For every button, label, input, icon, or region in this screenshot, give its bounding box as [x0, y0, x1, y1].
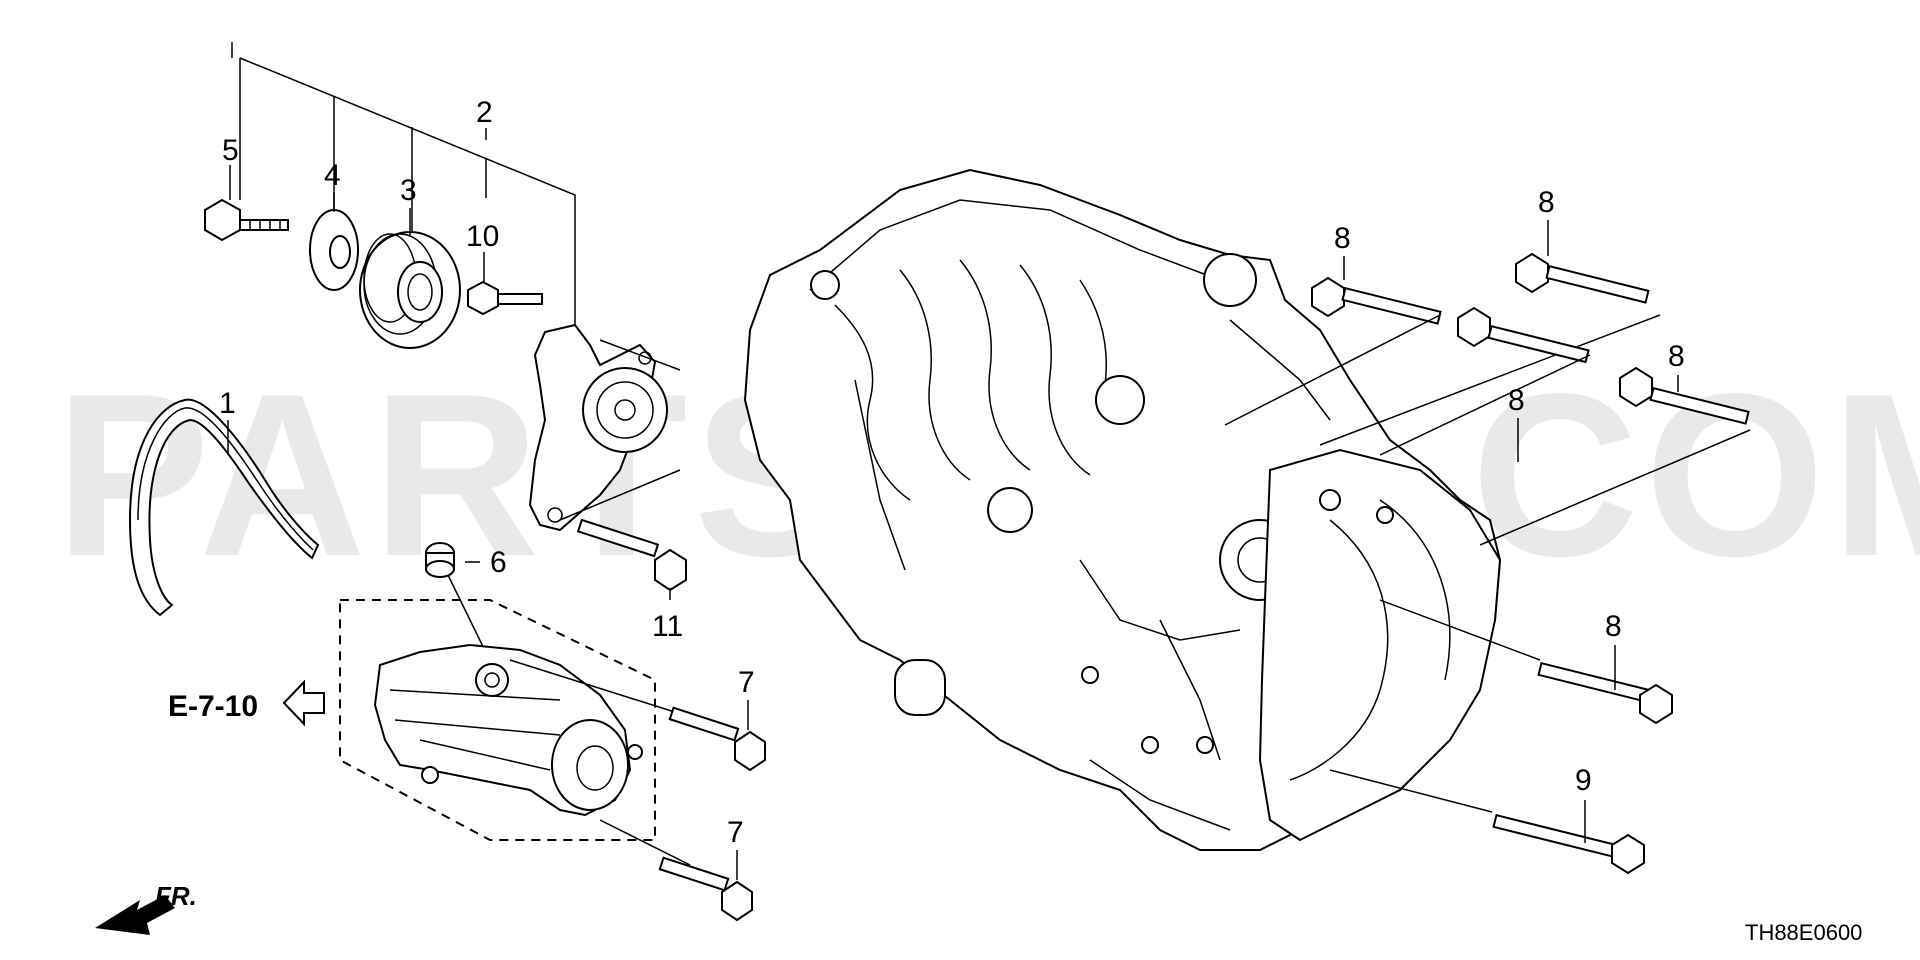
callout-8-b[interactable]: 8: [1538, 186, 1555, 219]
nut-6[interactable]: [425, 542, 493, 666]
bolt-8-e[interactable]: [1379, 599, 1673, 725]
bolt-8-d[interactable]: [1379, 354, 1751, 546]
callout-2[interactable]: 2: [476, 96, 493, 129]
callout-4[interactable]: 4: [324, 159, 341, 192]
tensioner-2[interactable]: [528, 323, 681, 532]
callout-3[interactable]: 3: [400, 174, 417, 207]
starter-motor[interactable]: [373, 643, 701, 866]
group-2-bracket: [239, 57, 576, 330]
callout-8-a[interactable]: 8: [1334, 222, 1351, 255]
bolt-8-c[interactable]: [1457, 306, 1590, 364]
bolt-7-upper[interactable]: [668, 706, 766, 772]
callout-7-lower[interactable]: 7: [727, 816, 744, 849]
callout-1[interactable]: 1: [219, 387, 236, 420]
bolt-5[interactable]: [204, 198, 289, 242]
diagram-code: TH88E0600: [1745, 920, 1862, 945]
washer-4[interactable]: [309, 209, 359, 291]
bolt-7-lower[interactable]: [658, 856, 753, 922]
callout-11[interactable]: 11: [652, 610, 683, 643]
front-label: FR.: [155, 881, 197, 911]
reference-label[interactable]: E-7-10: [168, 690, 258, 723]
callout-8-d[interactable]: 8: [1508, 384, 1525, 417]
starter-assembly-outline: [339, 599, 656, 841]
bolt-8-a[interactable]: [1224, 276, 1442, 426]
transmission[interactable]: [1258, 448, 1502, 842]
callout-leaders: [227, 42, 1679, 880]
callout-8-e[interactable]: 8: [1605, 610, 1622, 643]
bolt-10[interactable]: [467, 280, 543, 316]
callout-5[interactable]: 5: [222, 134, 239, 167]
callout-9[interactable]: 9: [1575, 764, 1592, 797]
reference-arrow[interactable]: E-7-10: [168, 679, 325, 727]
bolt-11[interactable]: [576, 518, 687, 592]
callout-6[interactable]: 6: [490, 546, 507, 579]
front-direction-marker: FR.: [95, 881, 197, 935]
belt-1[interactable]: [128, 398, 320, 617]
pulley-3[interactable]: [359, 231, 461, 349]
bolt-8-b[interactable]: [1319, 252, 1661, 446]
callout-8-c[interactable]: 8: [1668, 340, 1685, 373]
bolt-9[interactable]: [1329, 769, 1645, 875]
callout-10[interactable]: 10: [466, 220, 499, 253]
callout-7-upper[interactable]: 7: [738, 666, 755, 699]
